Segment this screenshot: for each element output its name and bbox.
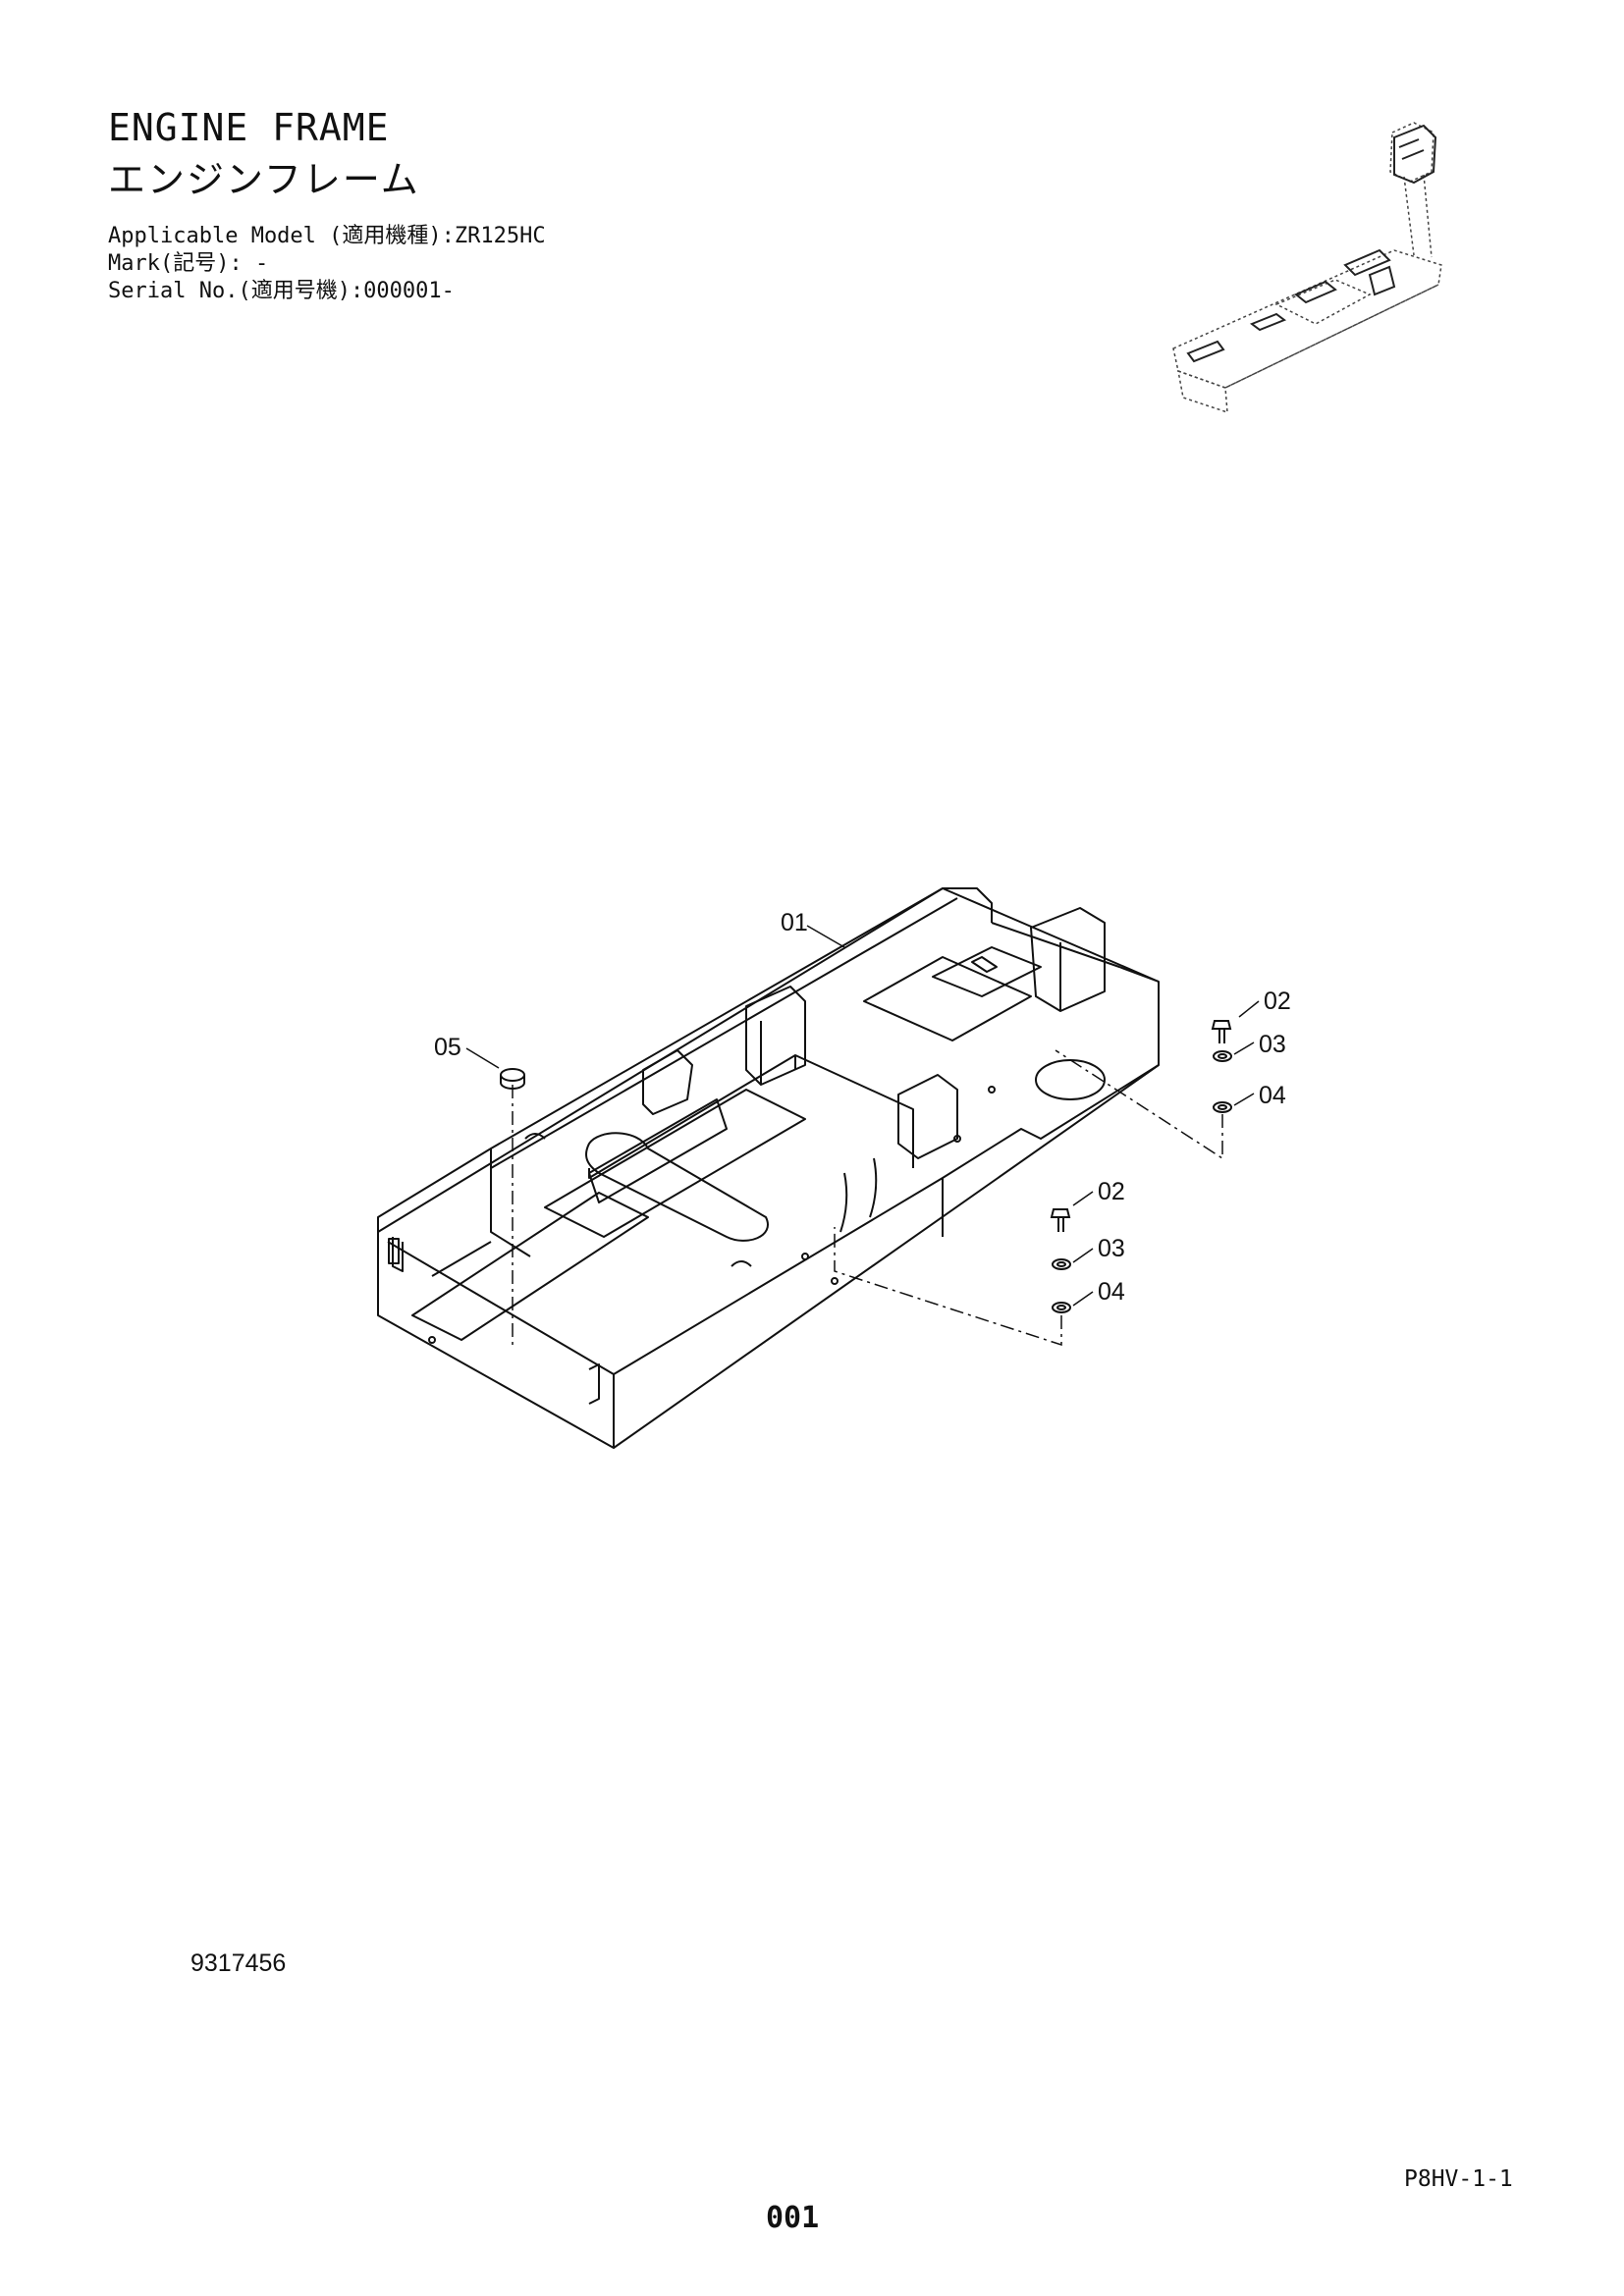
callout-03-upper: 03 <box>1259 1031 1286 1058</box>
page-code: P8HV-1-1 <box>1404 2166 1513 2192</box>
frame-tube <box>585 1132 769 1242</box>
callout-01: 01 <box>781 909 808 936</box>
applicable-model: Applicable Model (適用機種):ZR125HC <box>108 224 546 248</box>
page-number: 001 <box>766 2201 820 2235</box>
drawing-number: 9317456 <box>190 1949 287 1977</box>
callout-02-upper: 02 <box>1264 988 1291 1015</box>
bracket-4 <box>1030 907 1106 1012</box>
callout-03-lower: 03 <box>1098 1235 1125 1262</box>
bracket-3 <box>897 1074 958 1159</box>
callout-04-lower: 04 <box>1098 1278 1125 1306</box>
frame-outline <box>377 887 1160 1449</box>
mark: Mark(記号): - <box>108 251 269 276</box>
serial-number: Serial No.(適用号機):000001- <box>108 279 455 303</box>
bolt-set-upper <box>1211 1020 1232 1113</box>
bolt-set-lower <box>1050 1208 1071 1313</box>
callout-02-lower: 02 <box>1098 1178 1125 1205</box>
callout-04-upper: 04 <box>1259 1082 1286 1109</box>
title-japanese: エンジンフレーム <box>108 158 420 201</box>
title-english: ENGINE FRAME <box>108 106 390 149</box>
callout-05: 05 <box>434 1034 461 1061</box>
bracket-1 <box>745 986 806 1086</box>
bracket-2 <box>642 1049 693 1115</box>
